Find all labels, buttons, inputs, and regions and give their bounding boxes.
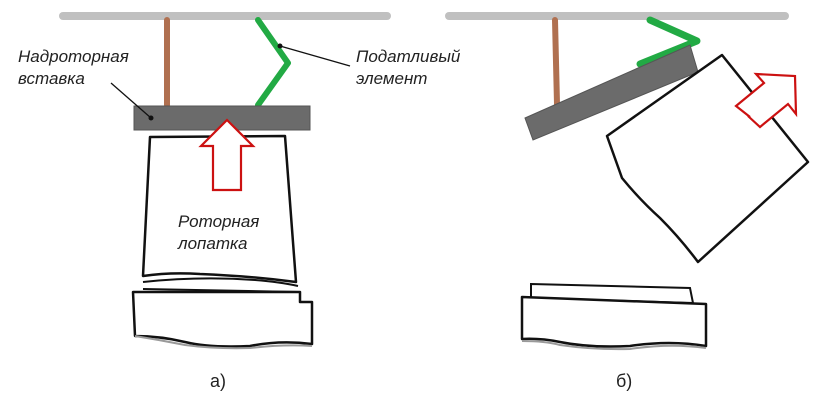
- base-shadow-a: [134, 335, 313, 350]
- label-blade-line1: Роторная: [178, 212, 260, 231]
- panel-b: [445, 12, 810, 351]
- panel-a: [59, 12, 391, 350]
- base-top-line-a: [142, 288, 299, 293]
- label-insert-line2: вставка: [18, 69, 85, 88]
- leader-line-insert: [110, 82, 152, 119]
- label-compliant: Податливый элемент: [356, 46, 460, 90]
- label-blade-line2: лопатка: [178, 234, 248, 253]
- leader-line-compliant: [279, 45, 351, 67]
- blade-root-line-a: [142, 277, 299, 287]
- rotor-blade-a: [141, 134, 298, 284]
- base-shadow-b: [521, 340, 707, 351]
- caption-a: а): [210, 371, 227, 391]
- rotor-base-a: [131, 290, 314, 348]
- label-blade: Роторная лопатка: [178, 211, 259, 255]
- label-insert-line1: Надроторная: [18, 47, 129, 66]
- compliant-spring-a: [255, 17, 291, 108]
- label-compliant-line2: элемент: [356, 69, 428, 88]
- leader-dot-insert: [148, 115, 154, 121]
- force-arrow-diagonal-b: [734, 72, 798, 129]
- label-insert: Надроторная вставка: [18, 46, 129, 90]
- force-arrow-up-a: [198, 118, 256, 192]
- label-compliant-line1: Податливый: [356, 47, 461, 66]
- rod-b: [552, 17, 560, 107]
- leader-dot-compliant: [277, 43, 283, 49]
- caption-b: б): [616, 371, 633, 391]
- compliant-spring-b: [636, 16, 701, 68]
- rotor-base-b: [520, 295, 708, 348]
